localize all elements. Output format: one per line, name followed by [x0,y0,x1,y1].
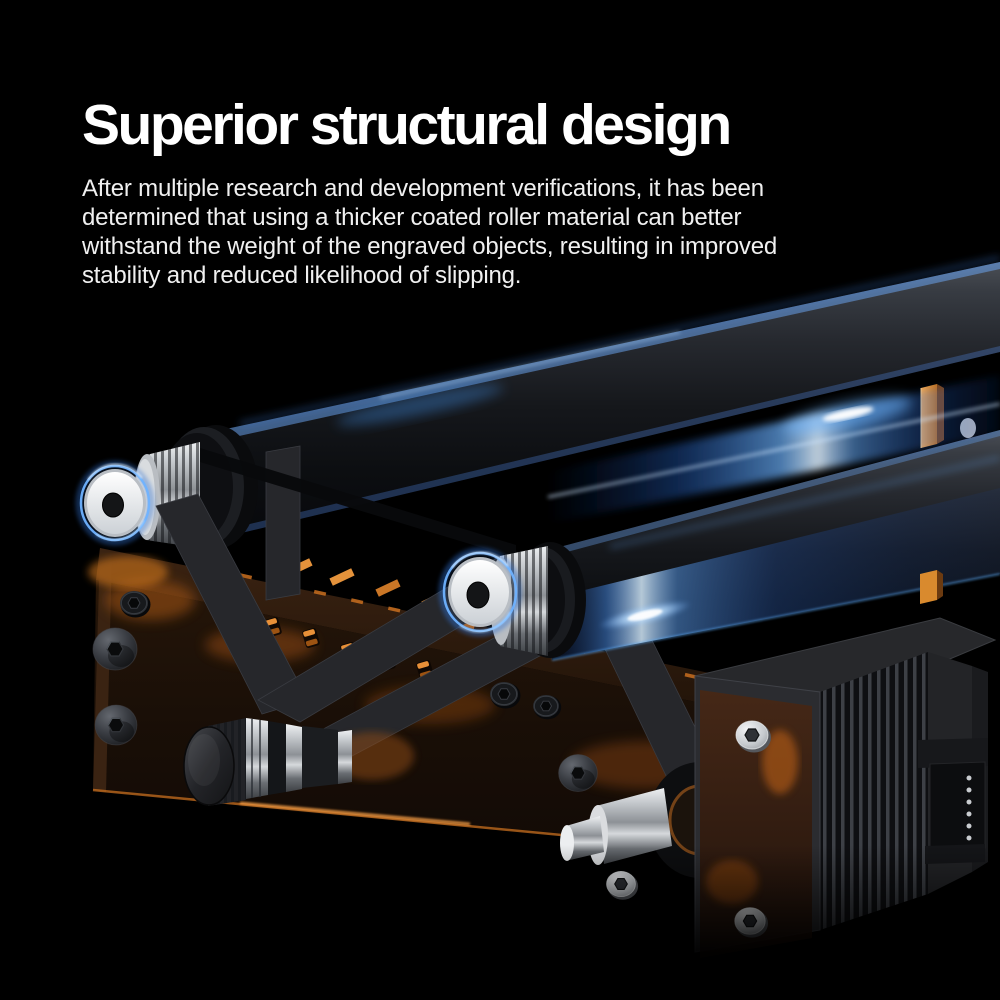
tension-knob [183,718,246,806]
page-title: Superior structural design [82,93,732,157]
blue-light-flares [239,256,1000,549]
drive-belt [200,448,516,558]
amber-tab [920,570,937,604]
support-arm [265,445,301,601]
dome-screw [92,627,138,671]
flare-beam [239,256,1000,426]
plate-top-edge [239,573,701,680]
bottom-fade [0,845,1000,1000]
header: Superior structural design After multipl… [82,92,922,290]
blue-glow-ring [438,547,522,637]
description-line: After multiple research and development … [82,175,764,202]
description-line: determined that using a thicker coated r… [82,204,742,231]
description-line: stability and reduced likelihood of slip… [82,262,522,289]
description: After multiple research and development … [82,174,922,290]
description-line: withstand the weight of the engraved obj… [82,233,778,260]
roller-sheen [336,384,504,426]
bottom-roller [438,430,1000,661]
dome-screw [558,753,598,793]
dome-screw [94,704,138,746]
center-pulley-disc [438,547,522,637]
shaft-assembly [183,718,414,806]
silver-collar [246,718,268,799]
connector-pins [966,775,972,841]
light-hotspot [822,406,874,422]
left-pulley-disc [75,460,155,546]
